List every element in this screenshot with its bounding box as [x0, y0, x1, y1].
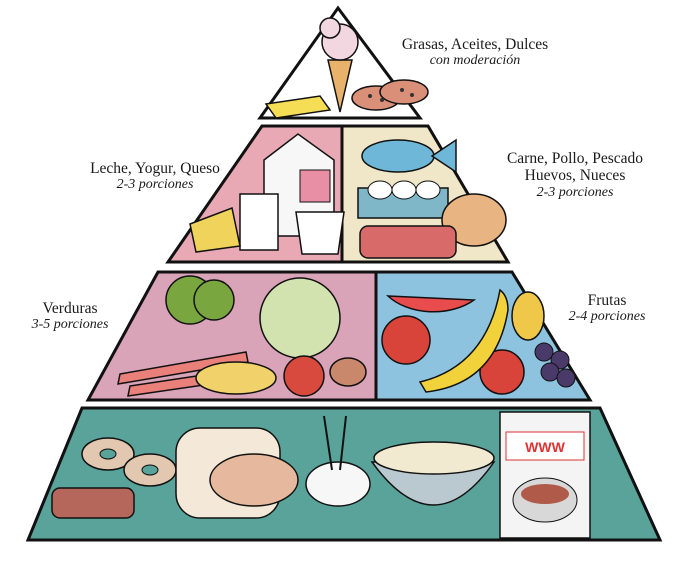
label-fruits: Frutas 2-4 porciones: [548, 292, 666, 325]
milk-carton-icon: [263, 133, 335, 237]
grapes-icon: [534, 342, 576, 388]
pasta-colander-icon: [370, 441, 496, 506]
label-top-note: con moderación: [429, 53, 521, 69]
label-protein-line1: Carne, Pollo, Pescado: [506, 150, 644, 167]
potatoes-icon: [329, 357, 367, 387]
squash-icon: [195, 361, 277, 395]
sandwich-bread-icon: [51, 487, 135, 519]
cabbage-icon: [259, 277, 341, 359]
cereal-box-label: WWW: [525, 439, 565, 455]
eggs-icon: [357, 180, 449, 219]
label-top: Grasas, Aceites, Dulces con moderación: [380, 36, 570, 69]
ice-cream-icon: [319, 17, 359, 113]
banana-icon: [418, 288, 509, 393]
bread-icon: [175, 427, 299, 519]
bagels-icon: [81, 437, 177, 487]
label-dairy: Leche, Yogur, Queso 2-3 porciones: [60, 160, 250, 193]
broccoli-icon: [165, 275, 235, 325]
chicken-icon: [441, 193, 507, 247]
label-dairy-name: Leche, Yogur, Queso: [90, 160, 220, 177]
tomato-icon: [283, 355, 325, 397]
label-vegetables-name: Verduras: [42, 300, 98, 317]
butter-icon: [264, 95, 332, 119]
cookies-icon: [351, 79, 429, 111]
label-top-name: Grasas, Aceites, Dulces: [401, 36, 549, 53]
cereal-box-icon: WWW: [499, 411, 591, 539]
label-vegetables-note: 3-5 porciones: [31, 317, 109, 333]
pear-icon: [511, 291, 545, 341]
milk-glass-icon: [239, 193, 279, 251]
label-protein-line2: Huevos, Nueces: [524, 167, 626, 185]
label-dairy-note: 2-3 porciones: [116, 177, 194, 193]
label-protein-note: 2-3 porciones: [536, 184, 614, 200]
label-protein: Carne, Pollo, Pescado Huevos, Nueces 2-3…: [478, 150, 672, 200]
steak-icon: [359, 225, 457, 259]
label-fruits-note: 2-4 porciones: [568, 309, 646, 325]
yogurt-cup-icon: [295, 211, 345, 255]
rice-bowl-icon: [305, 415, 371, 507]
cheese-icon: [189, 206, 241, 253]
label-vegetables: Verduras 3-5 porciones: [10, 300, 130, 333]
label-fruits-name: Frutas: [587, 292, 627, 309]
fish-icon: [361, 138, 457, 174]
watermelon-icon: [386, 295, 477, 313]
apple-icon: [381, 315, 525, 395]
